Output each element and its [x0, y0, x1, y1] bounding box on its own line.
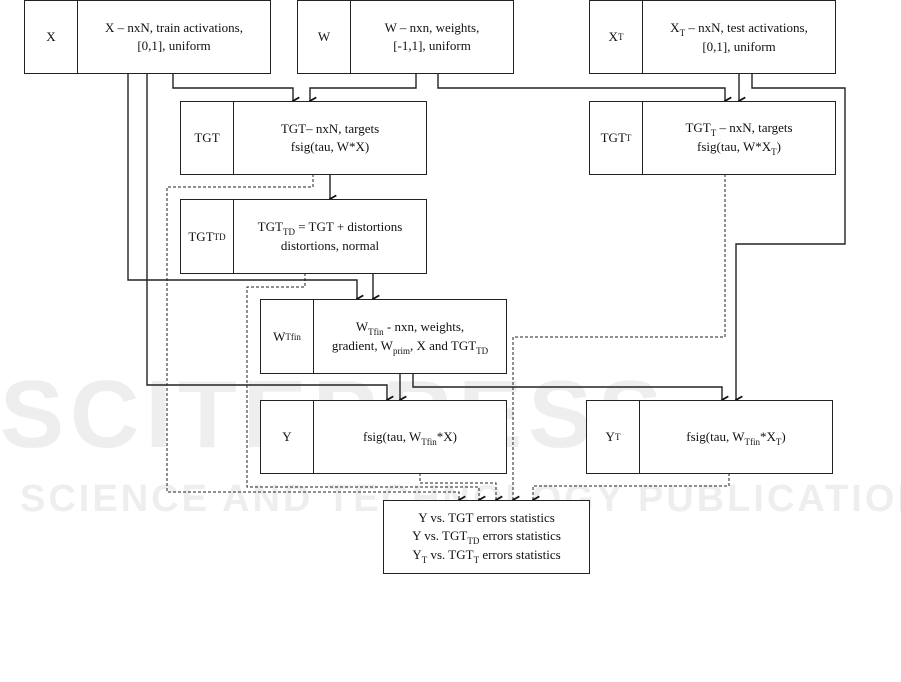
box-description: TGT– nxN, targets fsig(tau, W*X) [234, 102, 426, 174]
desc-line: [0,1], uniform [137, 38, 211, 53]
box-label: W [298, 1, 351, 73]
box-description: TGTT – nxN, targets fsig(tau, W*XT) [643, 102, 835, 174]
box-description: X – nxN, train activations, [0,1], unifo… [78, 1, 270, 73]
box-description: WTfin - nxn, weights, gradient, Wprim, X… [314, 300, 506, 373]
box-w: W W – nxn, weights, [-1,1], uniform [297, 0, 514, 74]
box-x: X X – nxN, train activations, [0,1], uni… [24, 0, 271, 74]
desc-line: WTfin - nxn, weights, [355, 318, 465, 337]
box-label: TGT [181, 102, 234, 174]
box-stats: Y vs. TGT errors statistics Y vs. TGTTD … [383, 500, 590, 574]
w-to-tgtt [437, 73, 725, 101]
x-to-wtfin [127, 73, 357, 299]
desc-line: X – nxN, train activations, [105, 20, 243, 35]
y-to-stats [419, 473, 496, 500]
box-description: Y vs. TGT errors statistics Y vs. TGTTD … [384, 501, 589, 573]
wtfin-to-yt [412, 373, 722, 400]
box-label: X [25, 1, 78, 73]
box-description: fsig(tau, WTfin*XT) [640, 401, 832, 473]
yt-to-stats [533, 473, 730, 500]
desc-line: Y vs. TGT errors statistics [418, 510, 555, 525]
box-description: W – nxn, weights, [-1,1], uniform [351, 1, 513, 73]
desc-line: W – nxn, weights, [384, 20, 480, 35]
box-description: XT – nxN, test activations, [0,1], unifo… [643, 1, 835, 73]
label-main: W [273, 328, 286, 344]
desc-line: XT – nxN, test activations, [670, 19, 808, 38]
xt-to-yt [736, 73, 846, 400]
desc-line: TGT– nxN, targets [280, 121, 380, 136]
tgtt-to-stats [513, 174, 726, 500]
box-description: TGTTD = TGT + distortions distortions, n… [234, 200, 426, 273]
tgttd-to-stats [246, 273, 479, 500]
w-to-tgt [310, 73, 417, 101]
desc-line: fsig(tau, W*XT) [697, 139, 781, 157]
desc-line: fsig(tau, WTfin*X) [363, 428, 457, 447]
tgt-to-stats [166, 174, 459, 500]
box-y: Y fsig(tau, WTfin*X) [260, 400, 507, 474]
box-label: Y [261, 401, 314, 473]
box-tgt: TGT TGT– nxN, targets fsig(tau, W*X) [180, 101, 427, 175]
x-to-y [146, 73, 387, 400]
desc-line: fsig(tau, WTfin*XT) [686, 428, 786, 447]
desc-line: [-1,1], uniform [393, 38, 471, 53]
desc-line: fsig(tau, W*X) [290, 139, 370, 154]
desc-line: [0,1], uniform [702, 38, 776, 54]
desc-line: gradient, Wprim, X and TGTTD [331, 337, 489, 356]
desc-line: TGTT – nxN, targets [685, 120, 793, 138]
label-subscript: Tfin [285, 331, 301, 342]
x-to-tgt [172, 73, 293, 101]
desc-line: YT vs. TGTT errors statistics [412, 547, 561, 565]
box-description: fsig(tau, WTfin*X) [314, 401, 506, 473]
desc-line: distortions, normal [280, 238, 380, 253]
desc-line: TGTTD = TGT + distortions [257, 219, 403, 237]
desc-line: Y vs. TGTTD errors statistics [412, 528, 561, 546]
